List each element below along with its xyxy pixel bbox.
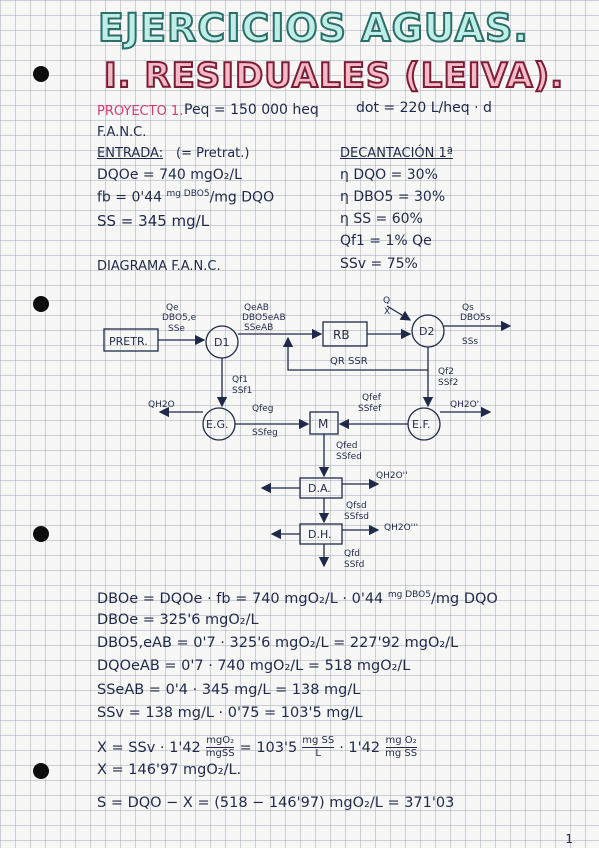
label-qeab: QeAB	[244, 303, 269, 313]
label-sse: SSe	[168, 324, 185, 334]
label-qf2: Qf2	[438, 367, 454, 377]
binder-hole	[33, 296, 49, 312]
fanc-label: F.A.N.C.	[97, 125, 147, 140]
label-qfed: Qfed	[336, 441, 358, 451]
binder-hole	[33, 763, 49, 779]
eg-label: E.G.	[206, 418, 228, 431]
calc-x-b: = 103'5	[239, 739, 298, 756]
page-number: 1	[565, 832, 573, 846]
label-qh2o-dh: QH2O'''	[384, 523, 418, 533]
fraction-2-num: mg SS	[302, 735, 335, 748]
decantacion-label: DECANTACIÓN 1ª	[340, 146, 453, 161]
calc-dbo5-eab: DBO5,eAB = 0'7 · 325'6 mgO₂/L = 227'92 m…	[97, 635, 459, 651]
calc-x-result: X = 146'97 mgO₂/L.	[97, 762, 242, 778]
fraction-3-den: mg SS	[385, 748, 418, 759]
dqo-entrada: DQOe = 740 mgO₂/L	[97, 167, 242, 183]
eta-ss: η SS = 60%	[340, 211, 423, 227]
page-subtitle: I. RESIDUALES (LEIVA).	[103, 55, 565, 97]
calc-x: X = SSv · 1'42 mgO₂ mgSS = 103'5 mg SS L…	[97, 735, 417, 760]
fraction-2: mg SS L	[302, 735, 335, 760]
label-sseab: SSeAB	[244, 323, 273, 333]
project-label: PROYECTO 1.	[97, 104, 184, 119]
ssv-value: SSv = 75%	[340, 256, 418, 272]
qf1-value: Qf1 = 1% Qe	[340, 233, 432, 249]
calc-dqo-eab: DQOeAB = 0'7 · 740 mgO₂/L = 518 mgO₂/L	[97, 658, 411, 674]
label-sss: SSs	[462, 337, 478, 347]
label-qs: Qs	[462, 303, 474, 313]
label-dbo5eab: DBO5eAB	[242, 313, 286, 323]
label-qh2o-eg: QH2O	[148, 400, 175, 410]
label-qh2o-da: QH2O''	[376, 471, 408, 481]
label-x: X	[384, 307, 390, 317]
calc-ssv: SSv = 138 mg/L · 0'75 = 103'5 mg/L	[97, 705, 363, 721]
fraction-3: mg O₂ mg SS	[385, 735, 417, 760]
fraction-1: mgO₂ mgSS	[206, 735, 235, 760]
label-ssf1: SSf1	[232, 386, 252, 396]
label-q: Q	[383, 296, 390, 306]
calc-ss-eab: SSeAB = 0'4 · 345 mg/L = 138 mg/L	[97, 682, 361, 698]
label-dbo5s: DBO5s	[460, 313, 491, 323]
calc-dboe-result: DBOe = 325'6 mgO₂/L	[97, 612, 259, 628]
dot-value: dot = 220 L/heq · d	[356, 100, 492, 116]
d2-label: D2	[419, 325, 434, 338]
fraction-1-num: mgO₂	[206, 735, 235, 748]
binder-hole	[33, 526, 49, 542]
peq-value: Peq = 150 000 heq	[184, 102, 319, 118]
fraction-3-num: mg O₂	[385, 735, 417, 748]
label-ssfef: SSfef	[358, 404, 382, 414]
calc-dboe: DBOe = DQOe · fb = 740 mgO₂/L · 0'44 mg …	[97, 590, 498, 607]
label-ssfeg: SSfeg	[252, 428, 278, 438]
fraction-1-den: mgSS	[205, 748, 235, 759]
fb-suffix: /mg DQO	[209, 189, 275, 206]
calc-x-c: · 1'42	[339, 739, 381, 756]
d1-label: D1	[214, 336, 229, 349]
eta-dbo: η DBO5 = 30%	[340, 189, 446, 205]
flow-q-in	[386, 305, 412, 321]
entrada-label: ENTRADA:	[97, 146, 164, 161]
label-qfsd: Qfsd	[346, 501, 367, 511]
label-qe: Qe	[166, 303, 179, 313]
fb-sup: mg DBO5	[166, 189, 210, 199]
calc-dboe-a: DBOe = DQOe · fb = 740 mgO₂/L · 0'44	[97, 590, 388, 607]
fb-value: fb = 0'44 mg DBO5/mg DQO	[97, 189, 274, 206]
pretr-label: PRETR.	[109, 335, 148, 348]
label-ssfd: SSfd	[344, 560, 364, 570]
rb-label: RB	[333, 328, 350, 342]
dh-label: D.H.	[308, 528, 332, 541]
label-dbo5e: DBO5,e	[162, 313, 197, 323]
label-ssfsd: SSfsd	[344, 512, 369, 522]
calc-x-a: X = SSv · 1'42	[97, 739, 201, 756]
diagram-label: DIAGRAMA F.A.N.C.	[97, 259, 221, 274]
ef-label: E.F.	[412, 418, 431, 431]
label-qfeg: Qfeg	[252, 404, 274, 414]
m-label: M	[318, 417, 328, 431]
flow-recirculation	[282, 336, 429, 371]
fraction-2-den: L	[315, 748, 321, 759]
eta-dqo: η DQO = 30%	[340, 167, 438, 183]
fb-prefix: fb = 0'44	[97, 189, 167, 206]
label-qfd: Qfd	[344, 549, 360, 559]
label-ssfed: SSfed	[336, 452, 362, 462]
ss-entrada: SS = 345 mg/L	[97, 212, 210, 230]
label-qfef: Qfef	[362, 393, 382, 403]
pretrat-note: (= Pretrat.)	[176, 146, 250, 161]
da-label: D.A.	[308, 482, 331, 495]
label-qr-ssr: QR SSR	[330, 356, 368, 367]
label-qf1: Qf1	[232, 375, 248, 385]
label-qh2o-ef: QH2O'	[450, 400, 479, 410]
label-ssf2: SSf2	[438, 378, 458, 388]
calc-dboe-b: /mg DQO	[431, 590, 498, 607]
page-title: EJERCICIOS AGUAS.	[97, 5, 529, 51]
calc-s: S = DQO − X = (518 − 146'97) mgO₂/L = 37…	[97, 795, 455, 811]
binder-hole	[33, 66, 49, 82]
calc-dboe-sup: mg DBO5	[387, 590, 431, 600]
